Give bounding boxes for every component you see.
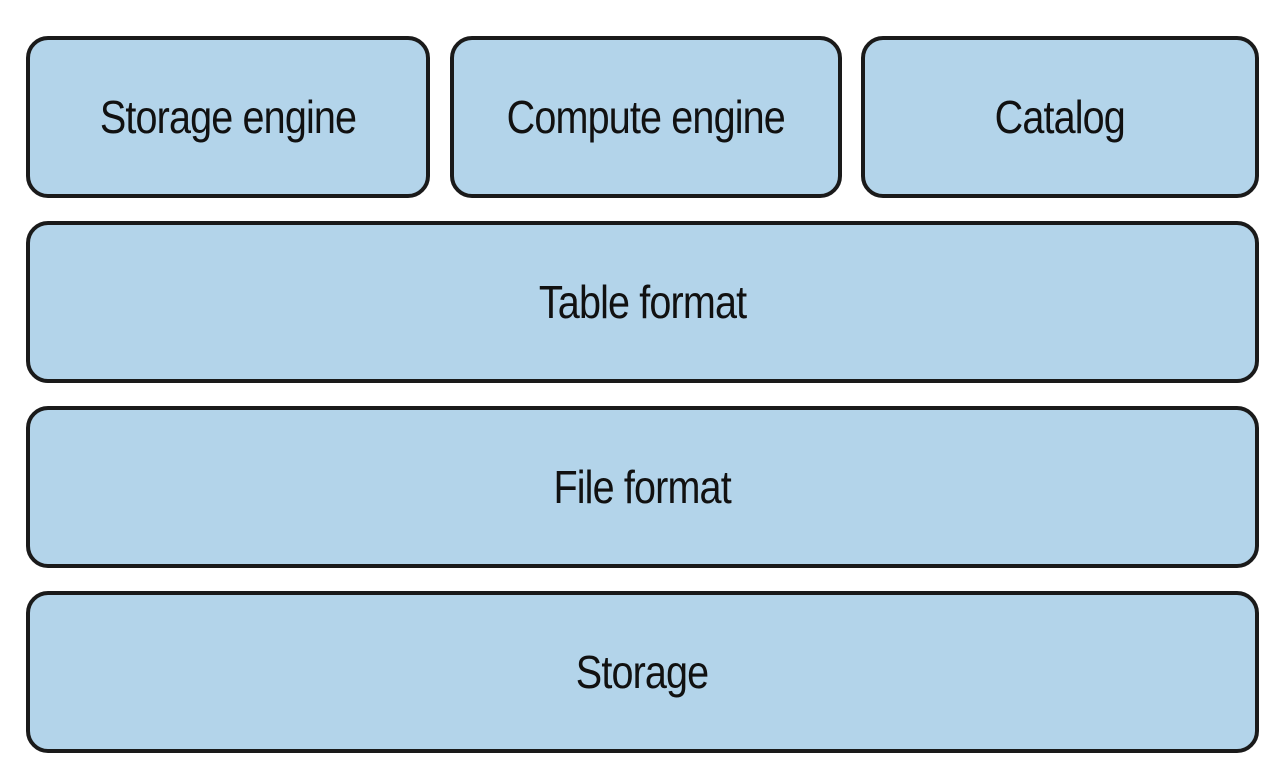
catalog-box: Catalog xyxy=(861,36,1259,198)
table-format-label: Table format xyxy=(538,276,747,328)
storage-engine-label: Storage engine xyxy=(99,91,357,143)
compute-engine-box: Compute engine xyxy=(450,36,842,198)
storage-label: Storage xyxy=(576,646,709,698)
storage-box: Storage xyxy=(26,591,1259,753)
file-format-box: File format xyxy=(26,406,1259,568)
storage-engine-box: Storage engine xyxy=(26,36,430,198)
file-format-label: File format xyxy=(553,461,732,513)
catalog-label: Catalog xyxy=(994,91,1126,143)
table-format-box: Table format xyxy=(26,221,1259,383)
compute-engine-label: Compute engine xyxy=(506,91,786,143)
